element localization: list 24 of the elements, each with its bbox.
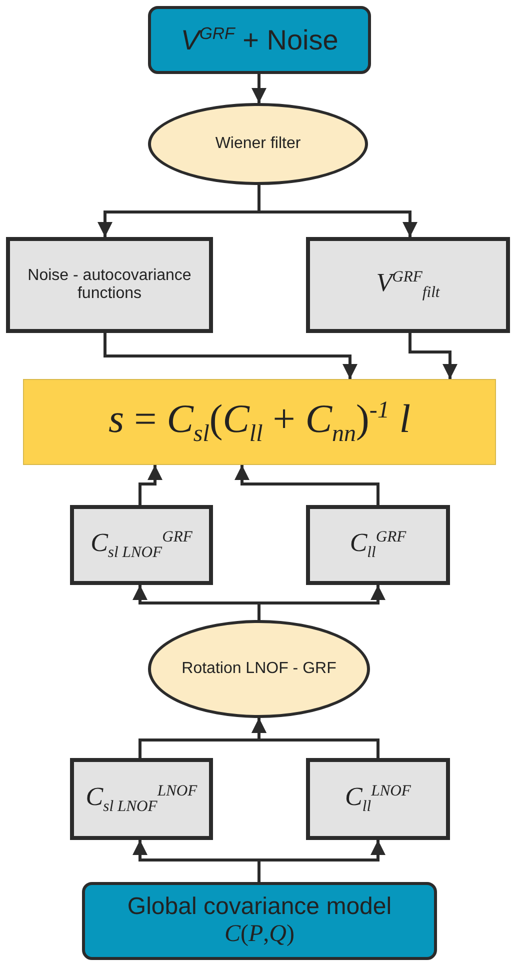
box-label: Global covariance model (126, 893, 393, 921)
box-label: C(P,Q) (223, 921, 296, 949)
box-label: Noise - autocovariance functions (26, 266, 192, 304)
process-box (6, 237, 213, 333)
arrow (258, 840, 386, 882)
formula-box (23, 379, 496, 465)
process-box (306, 505, 450, 585)
formula-text: s = C$_{sl}$(C$_{ll}$ + C$_{nn}$)$^{-1}$ l (108, 396, 412, 448)
arrow (104, 333, 358, 379)
box-label: Wiener filter (214, 134, 302, 154)
arrow (252, 74, 266, 103)
input-box (82, 882, 437, 960)
box-label: V$^{GRF}$ + Noise (180, 24, 340, 56)
process-box (306, 237, 510, 333)
arrow (258, 585, 386, 620)
box-label: Rotation LNOF - GRF (180, 660, 338, 678)
arrow (234, 465, 380, 505)
arrow (252, 718, 380, 758)
process-box (70, 505, 213, 585)
arrow (138, 465, 162, 505)
arrow (408, 333, 458, 379)
input-box (148, 6, 371, 74)
process-box (70, 758, 213, 840)
process-box (306, 758, 450, 840)
